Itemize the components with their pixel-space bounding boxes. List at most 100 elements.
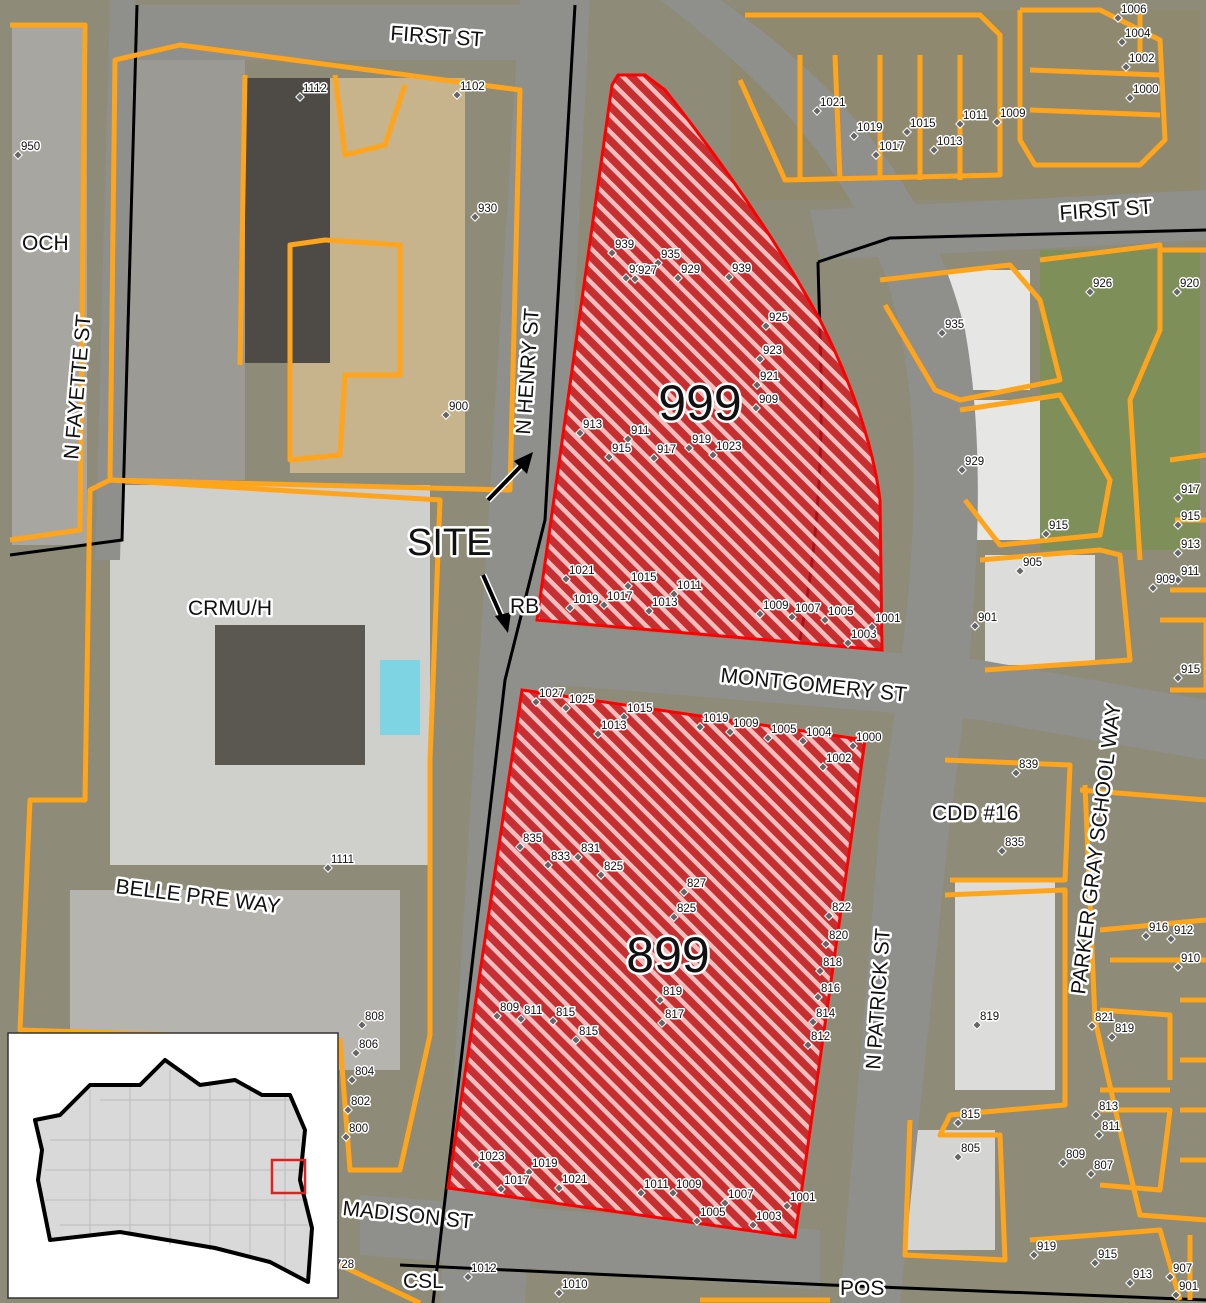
address-point-icon: [515, 842, 525, 852]
address-label: 920: [1180, 278, 1199, 290]
address-point-icon: [972, 1020, 982, 1030]
address-point-icon: [655, 995, 665, 1005]
address-label: 910: [1181, 953, 1200, 965]
address-point-icon: [695, 722, 705, 732]
address-point-icon: [607, 248, 617, 258]
address-label: 915: [1181, 664, 1200, 676]
address-label: 835: [523, 833, 542, 845]
address-point-icon: [815, 966, 825, 976]
address-point-icon: [668, 1188, 678, 1198]
address-label: 1007: [795, 603, 821, 615]
address-label: 1005: [828, 606, 854, 618]
address-label: 1011: [677, 580, 702, 592]
address-point-icon: [1041, 529, 1051, 539]
address-point-icon: [812, 106, 822, 116]
address-point-icon: [748, 1220, 758, 1230]
address-point-icon: [621, 273, 631, 283]
address-point-icon: [848, 741, 858, 751]
address-point-icon: [441, 410, 451, 420]
address-point-icon: [561, 703, 571, 713]
address-point-icon: [471, 1160, 481, 1170]
address-point-icon: [997, 846, 1007, 856]
address-label: 933: [629, 264, 648, 276]
address-point-icon: [787, 612, 797, 622]
address-label: 935: [945, 319, 964, 331]
address-point-icon: [937, 328, 947, 338]
address-point-icon: [1141, 931, 1151, 941]
address-label: 1007: [728, 1189, 754, 1201]
address-point-icon: [1117, 37, 1127, 47]
parcel-899-area[interactable]: [446, 688, 867, 1239]
address-label: 901: [978, 612, 997, 624]
site-pointer: SITE: [405, 452, 533, 633]
zone-label-crmu-h: CRMU/H: [188, 597, 272, 620]
address-label: 813: [1099, 1101, 1118, 1113]
address-point-icon: [630, 274, 640, 284]
address-label: 1027: [539, 688, 565, 700]
parcel-999-area[interactable]: [535, 73, 884, 652]
address-point-icon: [593, 729, 603, 739]
address-point-icon: [808, 1017, 818, 1027]
address-label: 919: [692, 434, 711, 446]
address-point-icon: [867, 622, 877, 632]
address-label: 1005: [700, 1207, 726, 1219]
address-label: 802: [351, 1096, 370, 1108]
address-label: 939: [732, 263, 751, 275]
address-label: 815: [556, 1007, 575, 1019]
address-label: 1112: [303, 83, 327, 95]
address-label: 1019: [857, 122, 883, 134]
parking-lot: [115, 60, 245, 480]
streets: [95, 0, 1206, 1303]
address-label: 1005: [771, 724, 797, 736]
address-label: 1001: [875, 613, 901, 625]
address-label: 913: [1133, 1269, 1152, 1281]
building-east-3: [985, 555, 1095, 665]
address-label: 930: [478, 203, 497, 215]
address-point-icon: [679, 887, 689, 897]
address-label: 1019: [573, 594, 599, 606]
address-point-icon: [1125, 1278, 1135, 1288]
address-point-icon: [644, 606, 654, 616]
address-point-icon: [295, 92, 305, 102]
address-point-icon: [1166, 934, 1176, 944]
address-label: 807: [1094, 1160, 1113, 1172]
address-label: 1012: [471, 1263, 497, 1275]
zone-label-cdd16: CDD #16: [932, 802, 1018, 825]
address-label: 927: [638, 265, 657, 277]
address-label: 950: [21, 141, 40, 153]
address-point-icon: [516, 1014, 526, 1024]
address-label: 909: [1156, 574, 1175, 586]
address-point-icon: [720, 1198, 730, 1208]
site-label: SITE: [407, 522, 491, 564]
address-label: 1004: [806, 727, 832, 739]
address-label: 819: [980, 1011, 999, 1023]
address-label: 1111: [331, 854, 354, 866]
address-label: 825: [677, 903, 696, 915]
address-label: 1003: [756, 1211, 782, 1223]
address-point-icon: [604, 452, 614, 462]
address-label: 809: [500, 1002, 519, 1014]
address-label: 1015: [627, 703, 653, 715]
zone-label-rb: RB: [510, 595, 539, 618]
address-label: 912: [1174, 925, 1193, 937]
address-point-icon: [752, 380, 762, 390]
address-point-icon: [351, 1048, 361, 1058]
address-label: 811: [524, 1005, 542, 1017]
address-label: 905: [1023, 557, 1042, 569]
address-label: 806: [359, 1039, 378, 1051]
address-label: 728: [335, 1259, 354, 1271]
address-point-icon: [1173, 673, 1183, 683]
address-point-icon: [548, 1016, 558, 1026]
address-label: 814: [816, 1008, 836, 1020]
address-point-icon: [1125, 93, 1135, 103]
address-point-icon: [623, 434, 633, 444]
address-point-icon: [1015, 566, 1025, 576]
address-point-icon: [1107, 1032, 1117, 1042]
address-point-icon: [1173, 962, 1183, 972]
address-label: 1000: [1133, 84, 1159, 96]
address-point-icon: [596, 870, 606, 880]
address-point-icon: [669, 589, 679, 599]
address-label: 1019: [703, 713, 729, 725]
address-point-icon: [524, 1167, 534, 1177]
address-point-icon: [761, 321, 771, 331]
